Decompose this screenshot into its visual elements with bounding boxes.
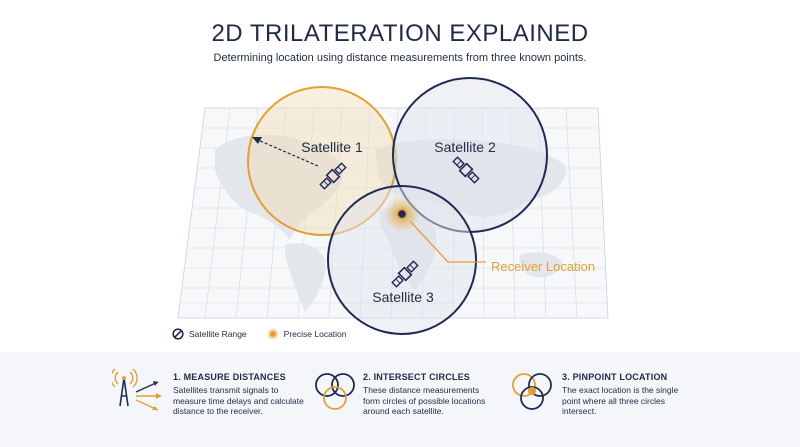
receiver-leader-line bbox=[409, 220, 486, 263]
step-2-title: 2. INTERSECT CIRCLES bbox=[363, 372, 471, 382]
satellite-2-label: Satellite 2 bbox=[434, 139, 496, 155]
legend-item-range: Satellite Range bbox=[172, 328, 247, 340]
legend-location-label: Precise Location bbox=[283, 329, 347, 339]
intersect-circles-icon bbox=[315, 373, 355, 410]
satellite-3-icon bbox=[391, 260, 419, 288]
legend-item-location: Precise Location bbox=[267, 328, 347, 340]
range-arrow-head bbox=[252, 137, 262, 144]
step-1: 1. MEASURE DISTANCES Satellites transmit… bbox=[173, 372, 323, 417]
satellite-3-label: Satellite 3 bbox=[372, 289, 434, 305]
satellite-2-icon bbox=[452, 156, 480, 184]
step-2: 2. INTERSECT CIRCLES These distance meas… bbox=[363, 372, 513, 417]
range-arrow bbox=[257, 139, 319, 167]
step-1-title: 1. MEASURE DISTANCES bbox=[173, 372, 286, 382]
antenna-signal-icon bbox=[112, 368, 162, 411]
satellite-1-icon bbox=[319, 162, 347, 190]
satellite-3-range-circle bbox=[327, 185, 477, 335]
trilateration-diagram: Satellite 1 Satellite 2 Satellite 3 Rece… bbox=[177, 77, 609, 335]
steps-panel bbox=[0, 352, 800, 447]
legend-range-label: Satellite Range bbox=[189, 329, 247, 339]
receiver-point bbox=[396, 208, 408, 220]
page-subtitle: Determining location using distance meas… bbox=[213, 52, 587, 64]
step-3: 3. PINPOINT LOCATION The exact location … bbox=[562, 372, 712, 417]
satellite-1-label: Satellite 1 bbox=[301, 139, 363, 155]
step-3-title: 3. PINPOINT LOCATION bbox=[562, 372, 668, 382]
legend: Satellite Range Precise Location bbox=[172, 328, 367, 340]
pinpoint-location-icon bbox=[512, 373, 552, 410]
precise-location-icon bbox=[267, 328, 279, 340]
receiver-location-label: Receiver Location bbox=[491, 259, 595, 274]
satellite-range-icon bbox=[172, 328, 184, 340]
page-title: 2D TRILATERATION EXPLAINED bbox=[211, 20, 589, 47]
